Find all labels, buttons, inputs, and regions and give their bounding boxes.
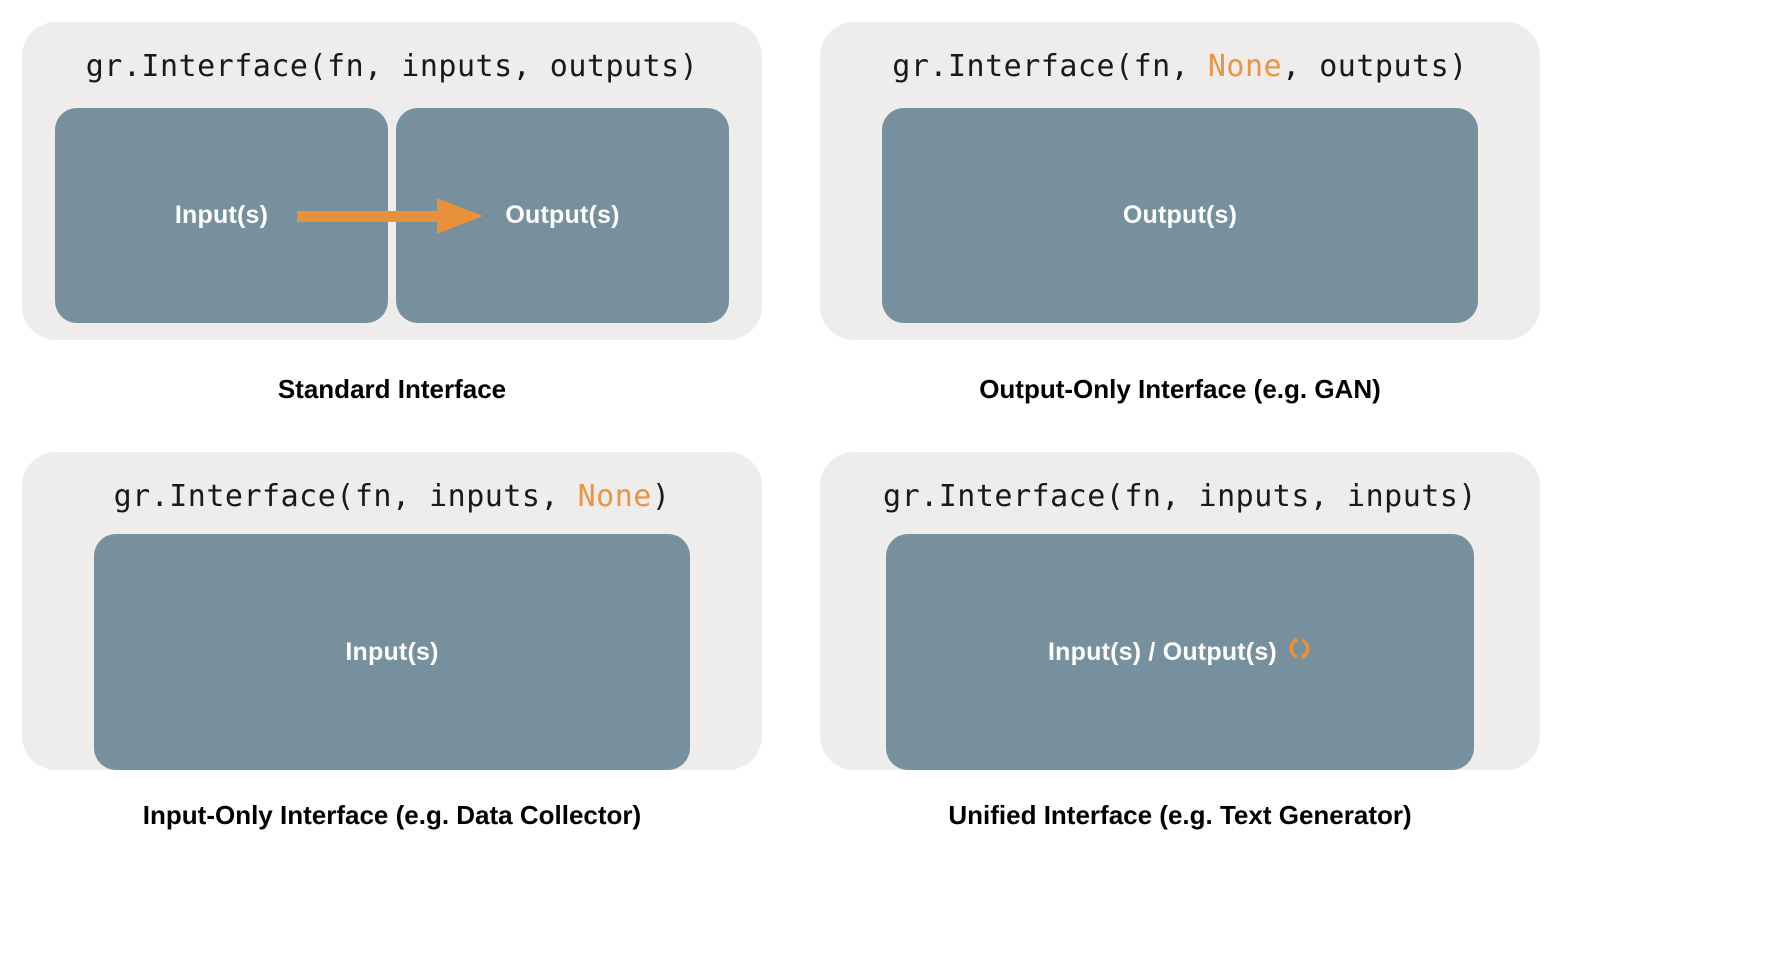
card-unified-interface: gr.Interface(fn, inputs, inputs) Input(s…	[820, 452, 1540, 770]
code-keyword-none: None	[577, 479, 652, 514]
code-signature-standard-text: gr.Interface(fn, inputs, outputs)	[85, 49, 699, 84]
card-input-only-interface: gr.Interface(fn, inputs, None) Input(s)	[22, 452, 762, 770]
code-signature-output-only: gr.Interface(fn, None, outputs)	[892, 52, 1467, 82]
caption-unified-interface: Unified Interface (e.g. Text Generator)	[948, 800, 1412, 830]
panel-output-only-interface: gr.Interface(fn, None, outputs) Output(s…	[820, 22, 1540, 405]
sync-arrows-glyph	[1289, 637, 1310, 660]
slot-inputs: Input(s)	[55, 108, 388, 323]
slot-row-unified: Input(s) / Output(s)	[820, 534, 1540, 770]
slot-label-unified-io: Input(s) / Output(s)	[1048, 636, 1312, 668]
slot-label-inputs: Input(s)	[174, 201, 269, 229]
code-keyword-none: None	[1207, 49, 1283, 84]
slot-label-inputs: Input(s)	[345, 637, 439, 666]
panel-unified-interface: gr.Interface(fn, inputs, inputs) Input(s…	[820, 452, 1540, 831]
card-standard-interface: gr.Interface(fn, inputs, outputs) Input(…	[22, 22, 762, 340]
caption-input-only-interface: Input-Only Interface (e.g. Data Collecto…	[142, 800, 642, 830]
caption-standard-interface: Standard Interface	[277, 374, 507, 404]
code-signature-input-only-suffix: )	[651, 479, 671, 514]
slot-row-standard: Input(s) Output(s)	[22, 108, 762, 323]
slot-label-outputs: Output(s)	[1122, 201, 1238, 229]
slot-outputs: Output(s)	[396, 108, 729, 323]
card-output-only-interface: gr.Interface(fn, None, outputs) Output(s…	[820, 22, 1540, 340]
slot-inputs: Input(s)	[94, 534, 690, 770]
slot-outputs: Output(s)	[882, 108, 1478, 323]
code-signature-input-only: gr.Interface(fn, inputs, None)	[114, 482, 671, 512]
panel-standard-interface: gr.Interface(fn, inputs, outputs) Input(…	[22, 22, 762, 405]
code-signature-input-only-prefix: gr.Interface(fn, inputs,	[113, 479, 578, 514]
slot-row-output-only: Output(s)	[820, 108, 1540, 323]
sync-arrows-icon	[1287, 636, 1312, 668]
code-signature-output-only-prefix: gr.Interface(fn,	[892, 49, 1208, 84]
code-signature-unified: gr.Interface(fn, inputs, inputs)	[883, 482, 1477, 512]
caption-output-only-interface: Output-Only Interface (e.g. GAN)	[979, 374, 1381, 404]
code-signature-standard: gr.Interface(fn, inputs, outputs)	[86, 52, 699, 82]
panel-input-only-interface: gr.Interface(fn, inputs, None) Input(s) …	[22, 452, 762, 831]
slot-label-outputs: Output(s)	[505, 201, 620, 229]
code-signature-output-only-suffix: , outputs)	[1282, 49, 1468, 84]
slot-label-unified-io-text: Input(s) / Output(s)	[1048, 637, 1277, 666]
code-signature-unified-text: gr.Interface(fn, inputs, inputs)	[883, 479, 1477, 514]
slot-unified-io: Input(s) / Output(s)	[886, 534, 1474, 770]
slot-row-input-only: Input(s)	[22, 534, 762, 770]
